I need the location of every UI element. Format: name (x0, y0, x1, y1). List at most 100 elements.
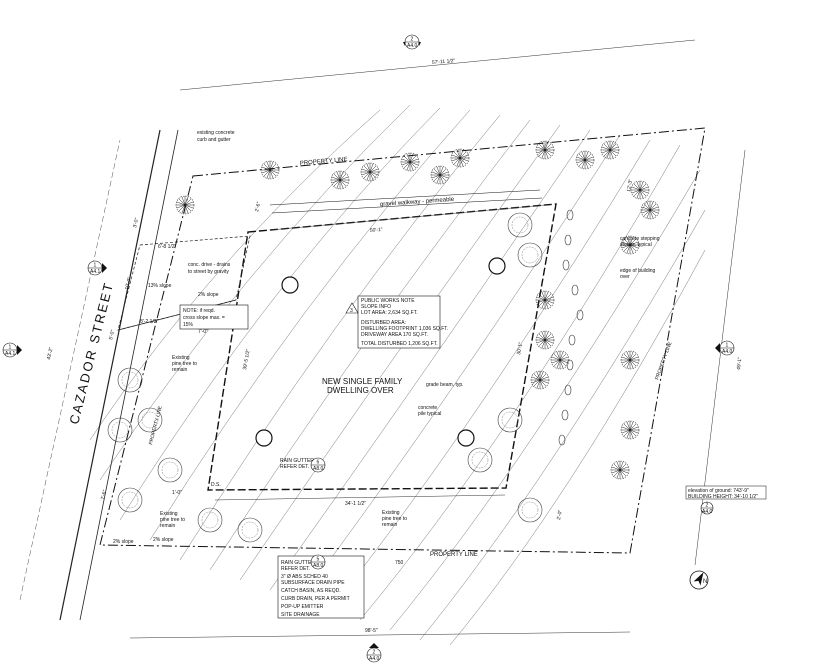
section-mark-left: 1 A4.1 (87, 260, 107, 276)
slope-3: 2% slope (113, 539, 134, 545)
walkway-note: gravel walkway - permeable (380, 197, 455, 208)
dimension-lines (129, 39, 746, 639)
dim-d6: 10'-0" (124, 276, 133, 290)
dim-bottom: 98'-5" (365, 628, 378, 634)
building-footprint (207, 189, 557, 491)
legend-3: 3" Ø ABS SCHED 40 (281, 574, 328, 580)
dim-d9: 12'-3" (626, 179, 634, 193)
dim-drive-width: 6'-8 1/2" (158, 244, 177, 250)
section-mark-bottom: 2 A4.0 (366, 643, 382, 663)
slope-4: 2% slope (153, 537, 174, 543)
pine-note-2b: pine tree to (160, 517, 185, 523)
legend-4: SUBSURFACE DRAIN PIPE (281, 580, 345, 586)
stepping-note-2: stones, typical (620, 242, 652, 248)
dim-inner-bottom: 34'-1 1/2" (345, 501, 366, 507)
public-works-line-9: TOTAL DISTURBED 1,206 SQ.FT. (361, 341, 438, 347)
slope-2: 2% slope (198, 292, 219, 298)
pine-note-3a: Existing (382, 510, 400, 516)
elevation-box: elevation of ground: 743'-9" BUILDING HE… (685, 485, 767, 500)
pile-note-2: pile typical (418, 411, 441, 417)
public-works-line-1: PUBLIC WORKS NOTE (361, 298, 415, 304)
section-mark-top-num: 2 (411, 37, 414, 43)
public-works-line-3: LOT AREA: 2,634 SQ.FT. (361, 310, 418, 316)
public-works-tag: 3 (350, 308, 353, 314)
detail-mark-drain-num: 5 (317, 557, 320, 563)
dim-inner-top: 50'-1" (370, 227, 383, 234)
elevation-line-2: BUILDING HEIGHT: 34'-10 1/2" (688, 494, 758, 500)
property-line-bottom-label: PROPERTY LINE (430, 552, 478, 558)
section-mark-bottom-num: 2 (373, 650, 376, 656)
slope-1: 13% slope (148, 283, 172, 289)
gutter-note-1: RAIN GUTTER (280, 458, 314, 464)
public-works-line-6: DWELLING FOOTPRINT 1,036 SQ.FT. (361, 326, 448, 332)
section-mark-left-sheet: A4.1 (90, 269, 101, 275)
pine-note-2a: Existing (160, 511, 178, 517)
contour-label: 750 (395, 560, 404, 566)
dim-d1: 8'-2 1/2" (140, 319, 159, 325)
detail-mark-gutter: 6 A8.0 (310, 457, 326, 473)
public-works-line-2: SLOPE INFO (361, 304, 391, 310)
property-line-right-label: PROPERTY LINE (654, 341, 673, 381)
detail-mark-gutter-sheet: A8.0 (313, 466, 324, 472)
north-arrow-label: N (703, 579, 707, 585)
detail-mark-drain-sheet: A8.0 (313, 563, 324, 569)
pine-note-3b: pine tree to (382, 516, 407, 522)
legend-5: CATCH BASIN, AS REQD. (281, 588, 341, 594)
legend-8: SITE DRAINAGE (281, 612, 320, 618)
public-works-note: 3 PUBLIC WORKS NOTE SLOPE INFO LOT AREA:… (345, 295, 448, 349)
drainage-legend: RAIN GUTTER REFER DET. 3" Ø ABS SCHED 40… (277, 555, 365, 619)
edge-note-2: over (620, 274, 630, 280)
dim-d7: 5'-0" (108, 329, 116, 340)
dwelling-label-1: NEW SINGLE FAMILY (322, 377, 403, 386)
pine-note-1c: remain (172, 367, 188, 373)
north-arrow: N (689, 570, 709, 590)
detail-mark-gutter-num: 6 (317, 460, 320, 466)
property-line-left-label: PROPERTY LINE (148, 405, 164, 446)
edge-note-1: edge of building (620, 268, 656, 274)
legend-2: REFER DET. (281, 566, 310, 572)
dim-inner-left: 39'-5 1/2" (242, 348, 252, 370)
section-mark-elevation: 2 A4.0 (700, 501, 714, 515)
elevation-line-1: elevation of ground: 743'-9" (688, 488, 749, 494)
section-mark-left-num: 1 (94, 263, 97, 269)
public-works-line-5: DISTURBED AREA: (361, 320, 406, 326)
dim-inner-right: 30'-1" (516, 342, 524, 356)
section-mark-far-left-num: 1 (9, 345, 12, 351)
section-mark-top-sheet: A4.0 (407, 43, 418, 49)
dim-d2: 7'-0" (198, 329, 208, 335)
note-box-2: cross slope max. = (183, 315, 225, 321)
section-mark-bottom-sheet: A4.0 (369, 656, 380, 662)
property-boundary (99, 127, 706, 554)
street (19, 129, 179, 621)
section-mark-elevation-num: 2 (706, 503, 709, 509)
section-mark-right-num: 1 (726, 343, 729, 349)
pine-note-3c: remain (382, 522, 398, 528)
pine-note-1b: pine tree to (172, 361, 197, 367)
dim-d5: 2'-6" (254, 201, 262, 212)
detail-mark-drain: 5 A8.0 (310, 554, 326, 570)
note-box-3: 15% (183, 322, 194, 328)
drive-note-1: conc. drive - drains (188, 262, 231, 268)
gutter-note-2: REFER DET. (280, 464, 309, 470)
pine-note-2c: remain (160, 523, 176, 529)
grade-beam-note: grade beam, typ. (426, 382, 464, 388)
stepping-note-1: concrete stepping (620, 236, 660, 242)
note-box: NOTE: if reqd. cross slope max. = 15% (179, 304, 249, 330)
section-mark-right: 1 A4.0 (715, 340, 735, 356)
public-works-line-7: DRIVEWAY AREA 170 SQ.FT. (361, 332, 428, 338)
dwelling-label-2: DWELLING OVER (327, 386, 394, 395)
drive-note-2: to street by gravity (188, 269, 229, 275)
pile-note-1: concrete (418, 405, 437, 411)
curb-note-2: curb and gutter (197, 137, 231, 143)
stepping-stones (558, 209, 584, 446)
legend-6: CURB DRAIN, PER A PERMIT (281, 596, 350, 602)
concrete-piles (255, 257, 506, 447)
dim-d4: 3'-0" (132, 217, 140, 228)
dim-top: 57'-11 1/2" (432, 58, 456, 66)
section-mark-elevation-sheet: A4.0 (702, 509, 713, 515)
section-mark-top: 2 A4.0 (403, 34, 421, 50)
dim-right: 49'-1" (736, 357, 743, 371)
note-box-1: NOTE: if reqd. (183, 308, 215, 314)
dim-d8: 7'-6" (100, 489, 108, 500)
